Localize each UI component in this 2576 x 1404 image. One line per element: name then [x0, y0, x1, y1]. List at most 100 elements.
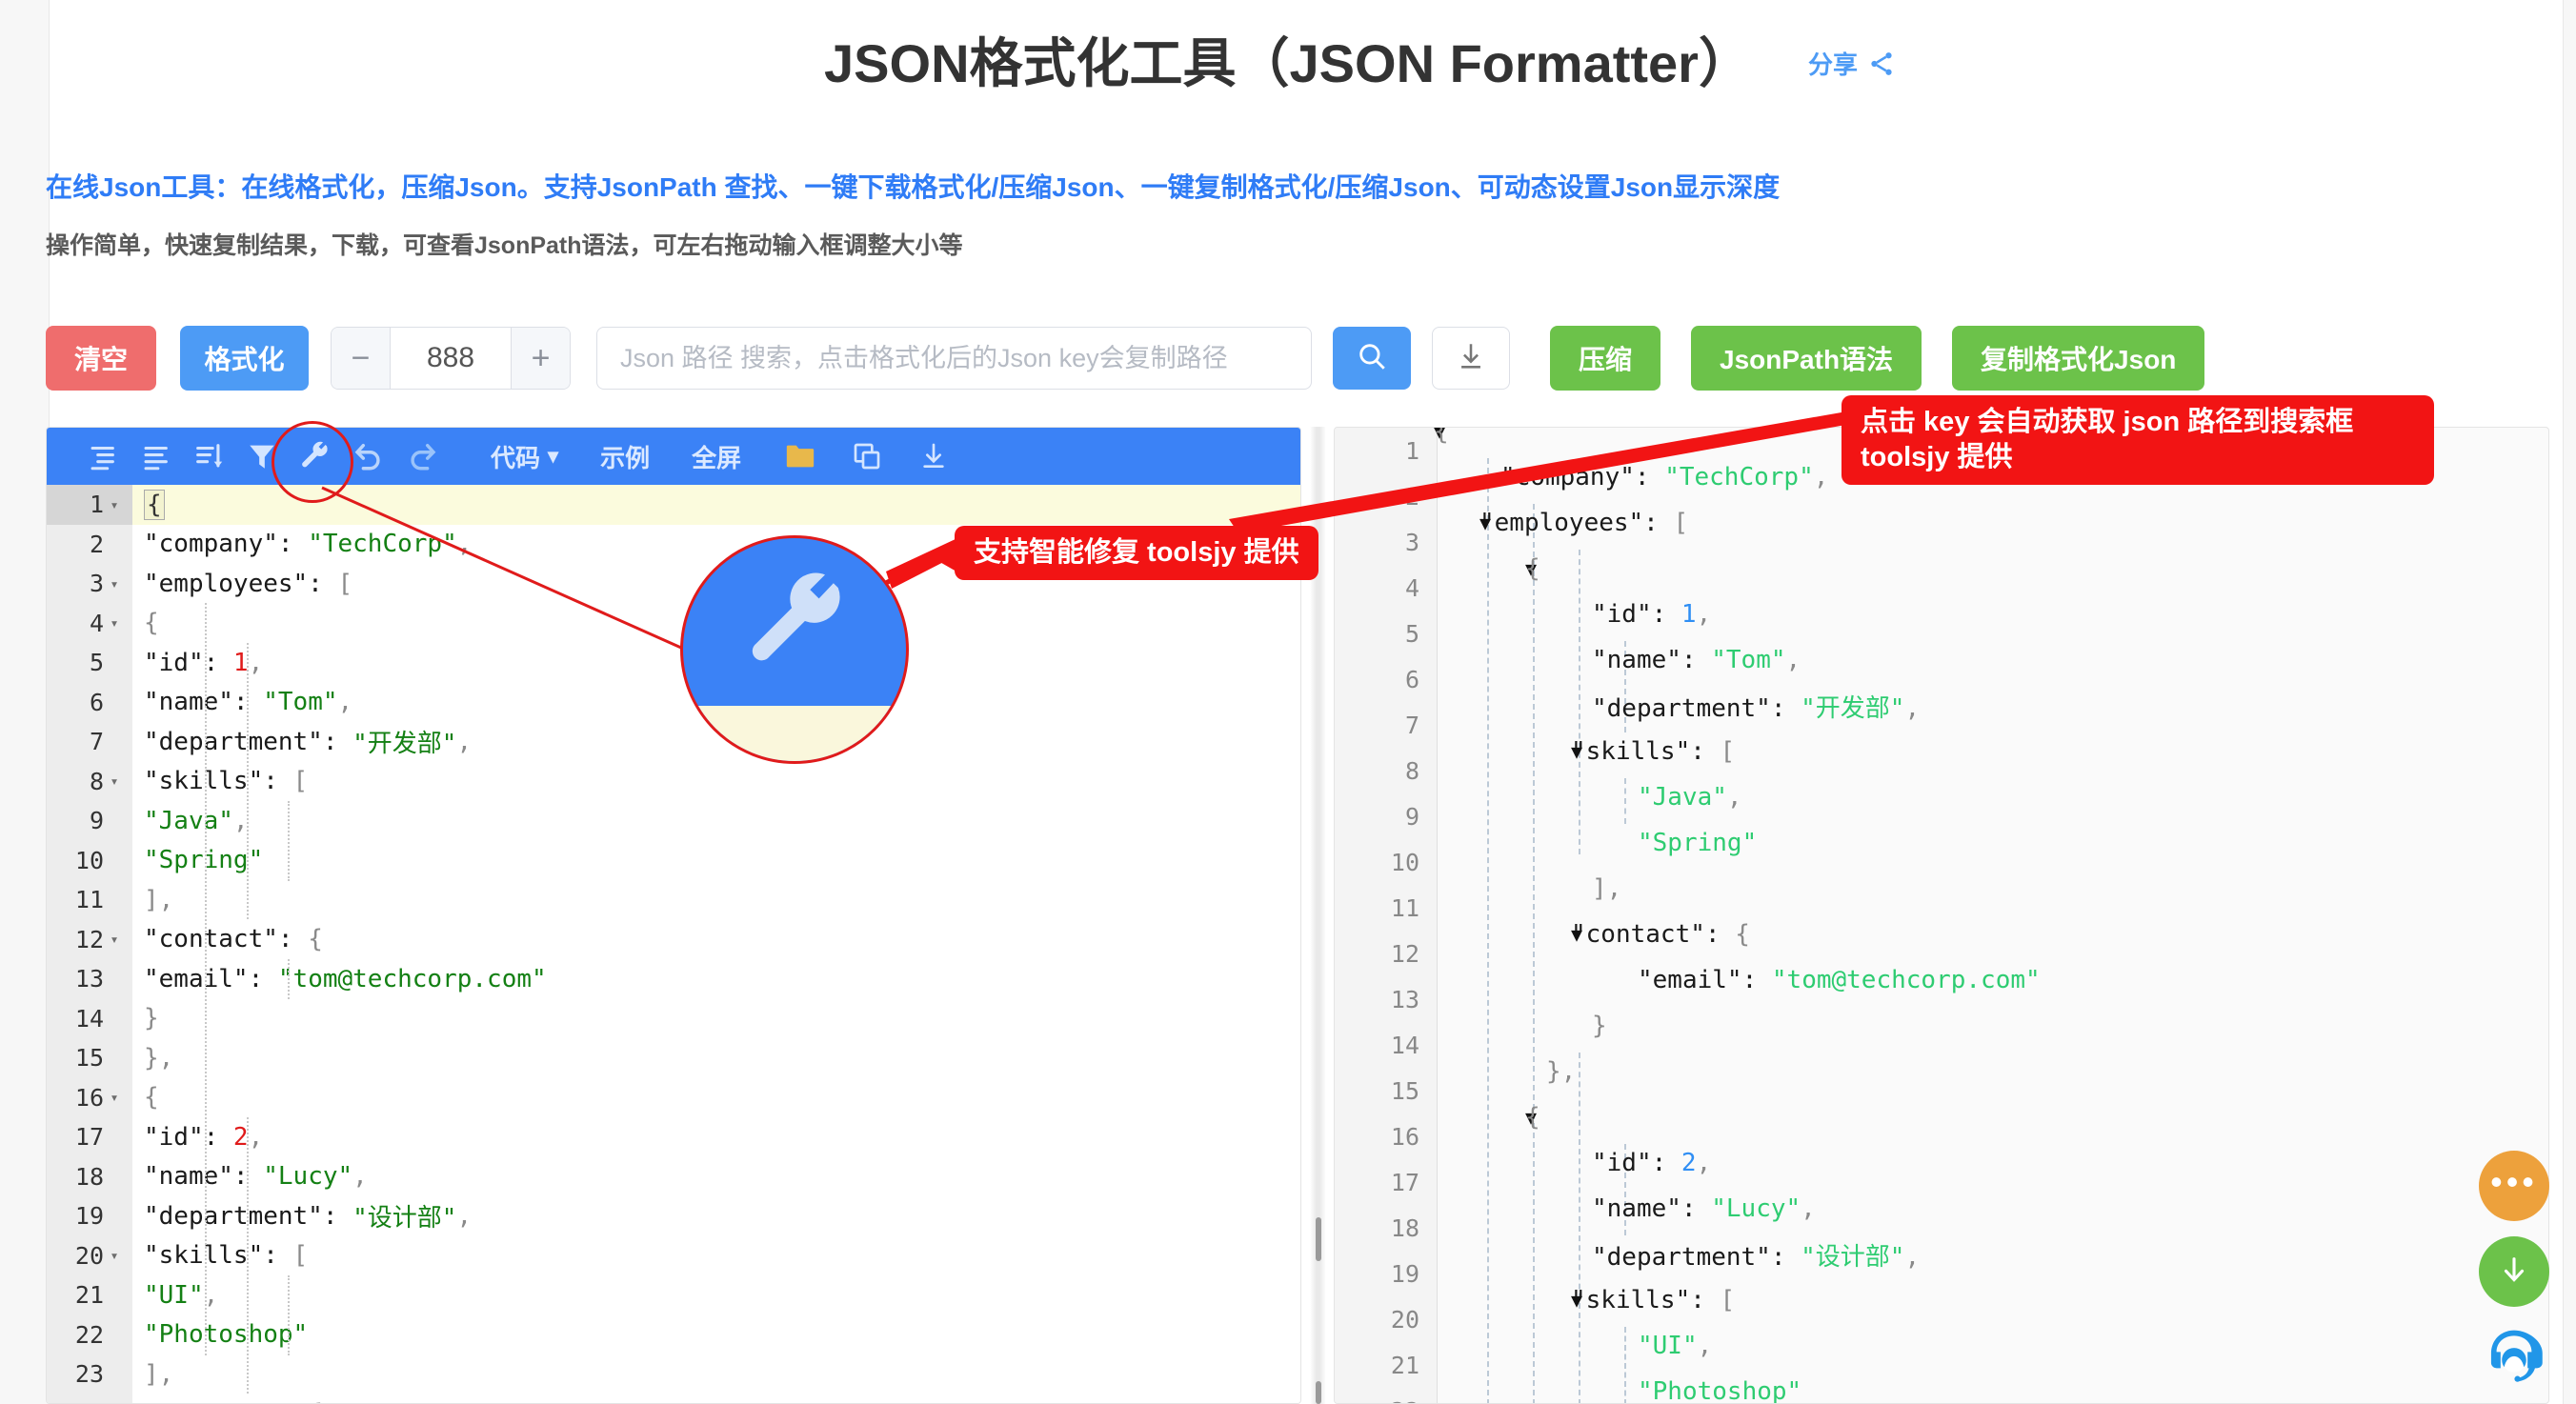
code-line[interactable]: "Photoshop": [144, 1320, 309, 1350]
sample-button[interactable]: 示例: [600, 443, 651, 472]
page-title: JSON格式化工具（JSON Formatter）: [824, 33, 1752, 93]
fold-toggle[interactable]: ▾: [110, 1247, 119, 1265]
tree-line[interactable]: "Spring": [1638, 829, 1758, 857]
compress-button[interactable]: 压缩: [1550, 326, 1661, 391]
code-line[interactable]: "name": "Tom",: [144, 688, 353, 717]
scroll-down-fab[interactable]: [2479, 1236, 2549, 1307]
depth-decrement-button[interactable]: −: [332, 328, 391, 389]
clear-button[interactable]: 清空: [46, 326, 156, 391]
download-icon[interactable]: [907, 428, 960, 485]
download-search-result-button[interactable]: [1432, 327, 1510, 390]
code-line[interactable]: "email": "tom@techcorp.com": [144, 964, 547, 993]
code-line[interactable]: ],: [144, 1359, 174, 1389]
fold-toggle[interactable]: ▾: [110, 1089, 119, 1107]
jsonpath-search-box[interactable]: [596, 327, 1312, 390]
tree-line[interactable]: "Photoshop": [1638, 1377, 1802, 1404]
code-line[interactable]: "employees": [: [144, 569, 353, 598]
fold-toggle[interactable]: ▾: [110, 931, 119, 949]
tree-line-number: 10: [1390, 848, 1419, 876]
tree-line[interactable]: "Java",: [1638, 783, 1742, 812]
copy-icon[interactable]: [840, 428, 894, 485]
tree-line[interactable]: },: [1546, 1057, 1577, 1086]
code-line[interactable]: },: [144, 1043, 174, 1073]
wrench-magnifier: [680, 535, 909, 764]
fold-toggle[interactable]: ▾: [110, 495, 119, 513]
code-line[interactable]: {: [144, 1083, 159, 1113]
code-line[interactable]: {: [144, 609, 159, 638]
tree-line[interactable]: "department": "开发部",: [1592, 693, 1921, 723]
fold-toggle[interactable]: ▾: [110, 772, 119, 791]
code-line[interactable]: "contact": {: [144, 925, 323, 954]
fold-toggle[interactable]: ▾: [110, 614, 119, 632]
code-line[interactable]: "id": 2,: [144, 1122, 264, 1152]
line-number: 5: [89, 649, 104, 677]
more-actions-fab[interactable]: •••: [2479, 1151, 2549, 1221]
code-content[interactable]: { "company": "TechCorp", "employees": [ …: [132, 485, 1300, 1403]
tree-line[interactable]: ▼"skills": [: [1571, 1286, 1736, 1314]
format-button[interactable]: 格式化: [180, 326, 309, 391]
code-line[interactable]: "Java",: [144, 806, 249, 835]
splitter-grip-lower[interactable]: [1316, 1381, 1321, 1404]
tree-line[interactable]: "email": "tom@techcorp.com": [1638, 966, 2041, 994]
fullscreen-button[interactable]: 全屏: [692, 443, 742, 472]
code-line[interactable]: "contact": {: [132, 1394, 1300, 1403]
code-mode-dropdown[interactable]: 代码 ▾: [479, 439, 570, 474]
code-line[interactable]: }: [144, 1004, 159, 1033]
folder-icon[interactable]: [774, 428, 827, 485]
code-mode-label: 代码: [491, 443, 541, 472]
tree-line[interactable]: ],: [1592, 874, 1622, 903]
code-line[interactable]: "skills": [: [144, 767, 309, 796]
code-line[interactable]: "UI",: [144, 1280, 219, 1310]
tree-line[interactable]: "UI",: [1638, 1332, 1713, 1360]
splitter-grip[interactable]: [1316, 1217, 1321, 1261]
tree-line[interactable]: "department": "设计部",: [1592, 1242, 1921, 1272]
depth-value[interactable]: 888: [391, 328, 511, 389]
tree-line[interactable]: "id": 2,: [1592, 1149, 1712, 1177]
fold-toggle[interactable]: ▾: [110, 574, 119, 592]
filter-icon[interactable]: [235, 428, 289, 485]
tree-line[interactable]: "name": "Lucy",: [1592, 1194, 1816, 1223]
tree-line[interactable]: ▼"contact": {: [1571, 920, 1750, 949]
code-line[interactable]: "department": "设计部",: [144, 1201, 473, 1234]
line-number: 10: [74, 846, 104, 874]
share-button[interactable]: 分享: [1808, 46, 1896, 81]
compact-icon[interactable]: [129, 428, 182, 485]
code-line[interactable]: "department": "开发部",: [144, 727, 473, 759]
page-right-margin: [2563, 0, 2576, 1404]
tree-line[interactable]: "name": "Tom",: [1592, 646, 1801, 674]
line-number: 21: [74, 1281, 104, 1310]
sort-icon[interactable]: [182, 428, 235, 485]
tree-content[interactable]: ▼{"company": "TechCorp",▼"employees": [▼…: [1434, 428, 2548, 1404]
tree-line-number-gutter: 123456789101112131415161718192021222324: [1335, 428, 1438, 1403]
line-number: 2: [89, 530, 104, 558]
tooltip-jsonpath-hint: 点击 key 会自动获取 json 路径到搜索框 toolsjy 提供: [1841, 395, 2434, 486]
search-button[interactable]: [1333, 327, 1411, 390]
code-line[interactable]: "Spring": [144, 846, 264, 875]
tree-line[interactable]: ▼"skills": [: [1571, 737, 1736, 766]
redo-icon[interactable]: [395, 428, 449, 485]
tree-line[interactable]: ▼{: [1525, 1103, 1540, 1132]
undo-icon[interactable]: [342, 428, 395, 485]
tree-line-number: 5: [1404, 619, 1419, 648]
code-line[interactable]: "name": "Lucy",: [144, 1162, 368, 1192]
customer-support-fab[interactable]: [2479, 1324, 2549, 1394]
jsonpath-syntax-button[interactable]: JsonPath语法: [1691, 326, 1922, 391]
copy-formatted-json-button[interactable]: 复制格式化Json: [1952, 326, 2205, 391]
format-indent-icon[interactable]: [75, 428, 129, 485]
tree-line[interactable]: "id": 1,: [1592, 600, 1712, 629]
chevron-down-icon: ▾: [548, 444, 559, 468]
search-input[interactable]: [618, 342, 1290, 374]
tree-line[interactable]: ▼"employees": [: [1479, 509, 1689, 537]
tree-line-number: 14: [1390, 1031, 1419, 1059]
tree-line-number: 19: [1390, 1259, 1419, 1288]
tree-line[interactable]: ▼{: [1525, 554, 1540, 583]
code-line[interactable]: ],: [144, 885, 174, 914]
tree-line-number: 20: [1390, 1305, 1419, 1334]
intro-line-1: 在线Json工具：在线格式化，压缩Json。支持JsonPath 查找、一键下载…: [46, 172, 1781, 202]
pane-splitter[interactable]: [1310, 427, 1326, 1404]
tree-line[interactable]: }: [1592, 1012, 1607, 1040]
code-line[interactable]: "skills": [: [144, 1241, 309, 1271]
depth-increment-button[interactable]: +: [511, 328, 570, 389]
